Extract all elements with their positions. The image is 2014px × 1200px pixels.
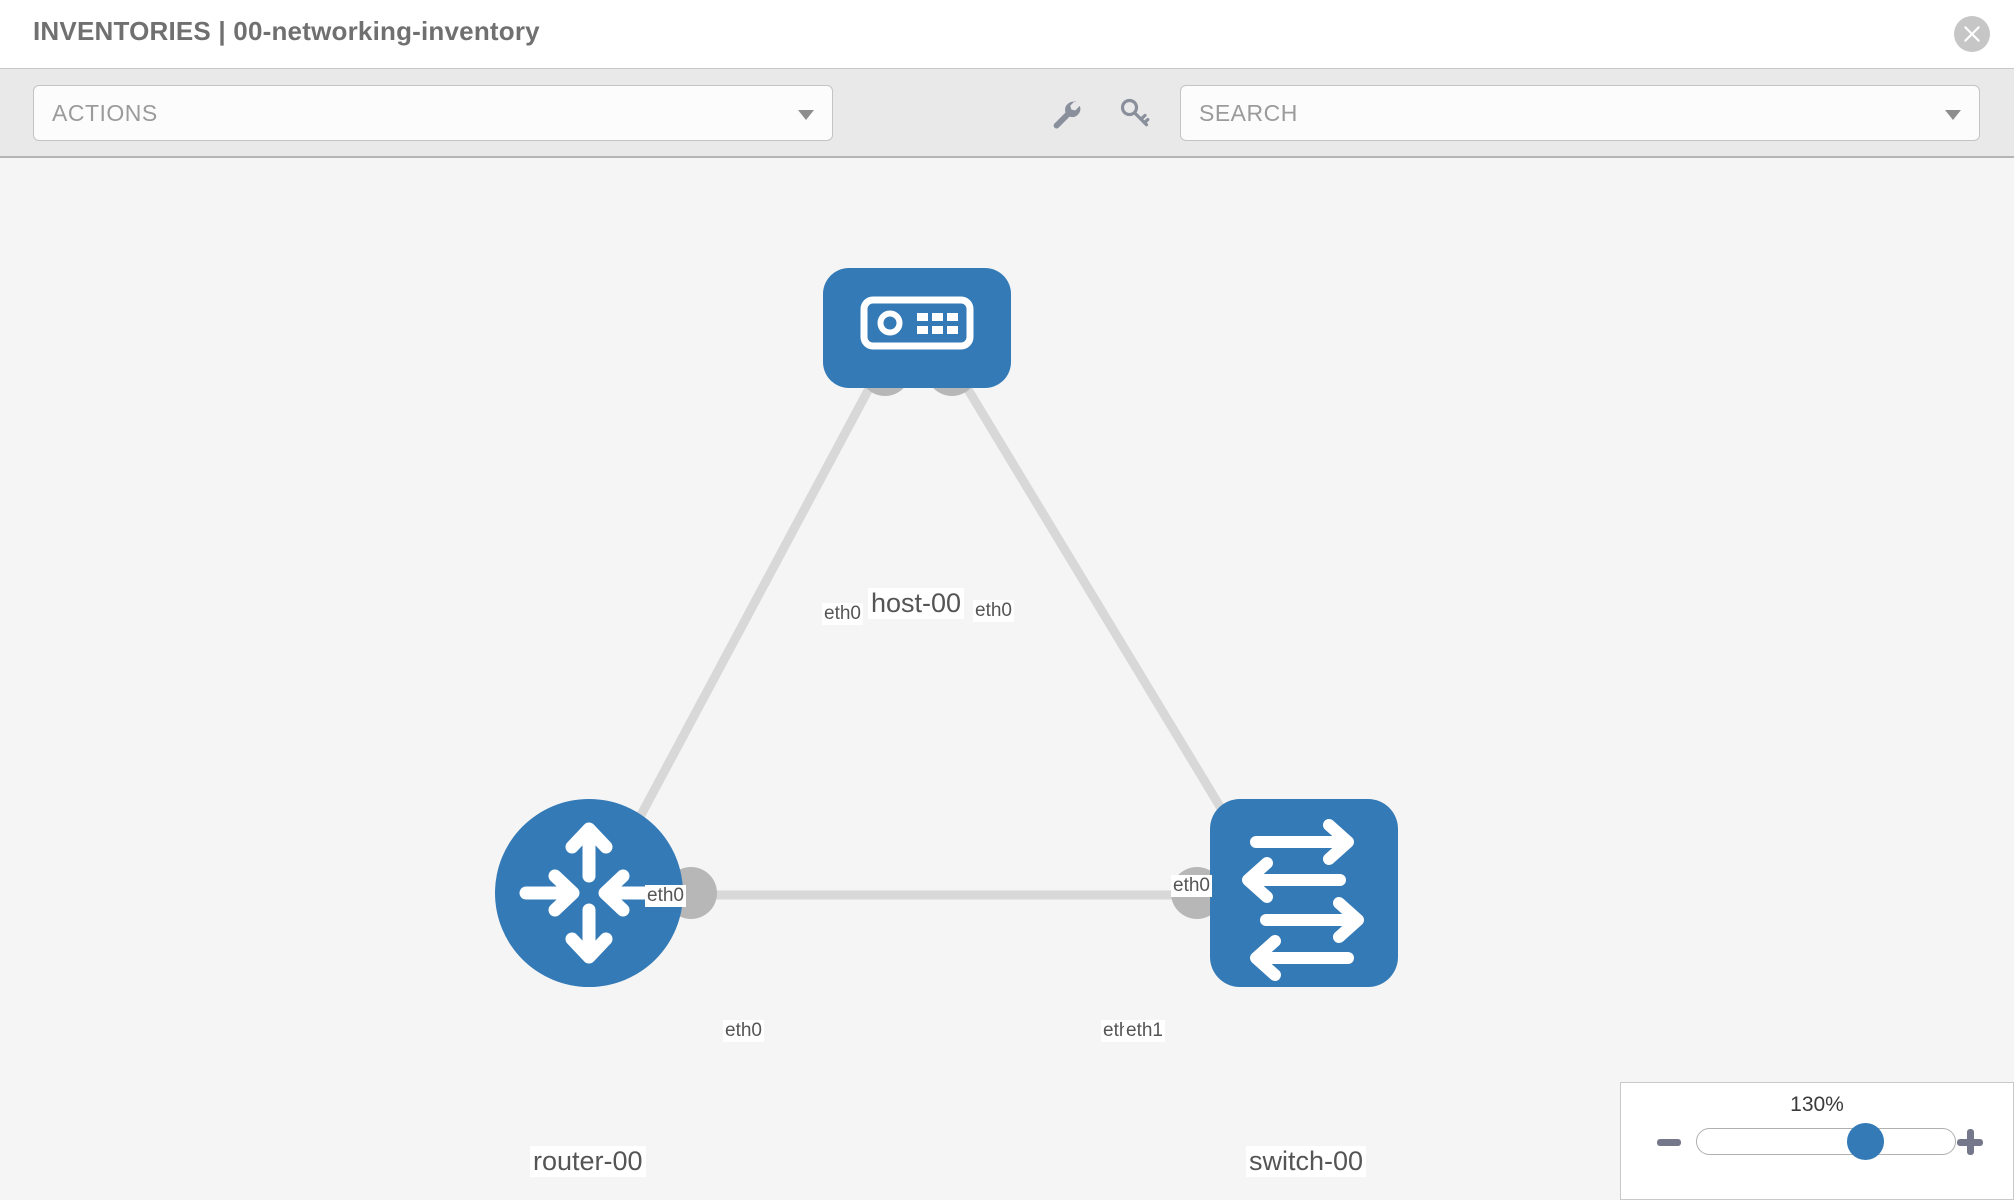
zoom-slider[interactable]	[1696, 1128, 1956, 1155]
node-label-switch-00: switch-00	[1246, 1146, 1367, 1178]
edge-label: eth0	[822, 603, 863, 625]
zoom-level-value: 130%	[1790, 1093, 1844, 1116]
node-router-00-shape	[495, 799, 683, 987]
server-icon	[860, 296, 974, 350]
search-placeholder: SEARCH	[1199, 100, 1298, 126]
node-label-host-00: host-00	[868, 588, 965, 620]
node-router-00	[495, 799, 683, 987]
plus-icon[interactable]	[1957, 1129, 1983, 1155]
edge-label: eth1	[1124, 1020, 1165, 1042]
switch-arrows-icon	[1242, 819, 1364, 981]
chevron-down-icon	[798, 110, 814, 120]
node-switch-00	[1210, 799, 1398, 987]
close-icon[interactable]	[1954, 16, 1990, 52]
toolbar: ACTIONS SEARCH	[0, 68, 2014, 158]
router-arrows-icon	[519, 822, 659, 964]
edge-label: eth0	[1171, 875, 1212, 897]
actions-dropdown-label: ACTIONS	[52, 100, 158, 126]
key-icon[interactable]	[1114, 93, 1154, 133]
topology-canvas[interactable]: eth0 eth0 eth0 eth0 eth0 eth eth1 host-0…	[0, 158, 2014, 1200]
chevron-down-icon[interactable]	[1945, 110, 1961, 120]
page-title: INVENTORIES | 00-networking-inventory	[33, 16, 540, 46]
actions-dropdown[interactable]: ACTIONS	[33, 85, 833, 141]
minus-icon[interactable]	[1657, 1139, 1681, 1146]
edge-host-router	[614, 365, 884, 861]
topology-graph	[495, 268, 1398, 987]
node-label-router-00: router-00	[530, 1146, 646, 1178]
link-endpoints	[665, 344, 1264, 919]
edge-label: eth0	[645, 885, 686, 907]
edge-host-switch	[951, 365, 1249, 851]
search-input[interactable]: SEARCH	[1180, 85, 1980, 141]
node-host-00	[823, 268, 1011, 388]
edge-label: eth0	[973, 600, 1014, 622]
edge-label: eth0	[723, 1020, 764, 1042]
wrench-icon[interactable]	[1046, 93, 1086, 133]
zoom-slider-thumb[interactable]	[1847, 1123, 1884, 1160]
page-header: INVENTORIES | 00-networking-inventory	[0, 0, 2014, 68]
zoom-control-panel: 130%	[1620, 1082, 2014, 1200]
edge-label: eth	[1101, 1020, 1132, 1042]
